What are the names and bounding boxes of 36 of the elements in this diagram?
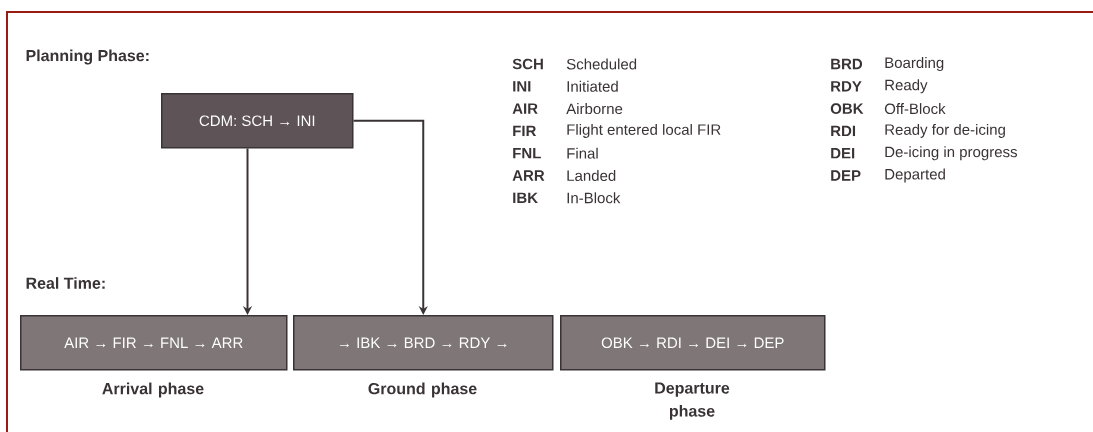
abbreviation-meaning: Ready for de-icing [885, 123, 1005, 138]
arrow [352, 119, 428, 315]
abbreviation-meaning: Scheduled [566, 58, 637, 70]
section-heading: Planning Phase: [26, 49, 149, 65]
abbreviation: BRD [831, 58, 863, 70]
abbreviation: OBK [830, 103, 864, 114]
abbreviation-meaning: Departed [885, 168, 945, 183]
abbreviation: IBK [513, 192, 538, 203]
phase-caption: Arrival phase [102, 382, 204, 398]
phase-caption: Departure phase [655, 382, 730, 420]
phase-box: OBK → RDI → DEI → DEP [560, 315, 826, 371]
abbreviation: ARR [512, 170, 545, 181]
abbreviation-meaning: Final [567, 147, 598, 159]
abbreviation-meaning: Off-Block [884, 103, 946, 115]
abbreviation: FNL [513, 148, 541, 159]
abbreviation: RDY [831, 81, 862, 92]
phase-box: → IBK → BRD → RDY → [293, 315, 554, 371]
phase-box: CDM: SCH → INI [161, 93, 354, 149]
abbreviation-meaning: Ready [885, 79, 928, 94]
abbreviation: RDI [831, 125, 856, 137]
abbreviation-meaning: Flight entered local FIR [567, 123, 721, 138]
phase-box: AIR → FIR → FNL → ARR [20, 315, 288, 371]
abbreviation-meaning: Airborne [566, 103, 623, 115]
phase-caption: Ground phase [368, 382, 477, 398]
abbreviation: DEI [831, 148, 855, 159]
abbreviation-meaning: Landed [567, 170, 616, 181]
abbreviation: INI [513, 81, 531, 92]
abbreviation: DEP [831, 170, 861, 181]
abbreviation: FIR [513, 125, 537, 137]
abbreviation-meaning: In-Block [567, 192, 621, 204]
abbreviation-meaning: Initiated [567, 80, 618, 92]
abbreviation-meaning: Boarding [885, 57, 944, 71]
abbreviation: SCH [512, 58, 543, 70]
abbreviation: AIR [512, 103, 538, 114]
section-heading: Real Time: [26, 277, 105, 289]
abbreviation-meaning: De-icing in progress [885, 146, 1017, 161]
